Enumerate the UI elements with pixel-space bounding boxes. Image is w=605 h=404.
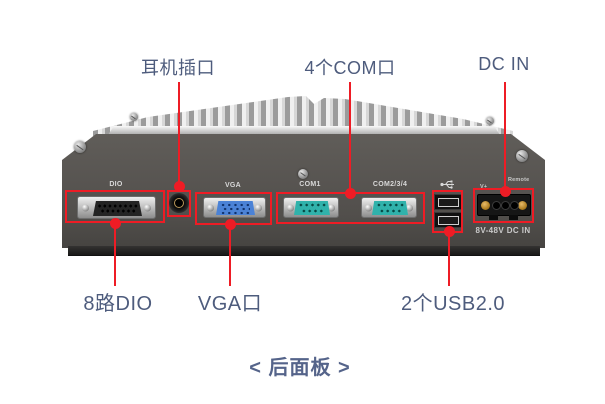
pin-row xyxy=(97,204,139,208)
pin-row xyxy=(298,203,326,207)
connector-nut xyxy=(207,204,214,211)
dio-insert xyxy=(93,201,142,216)
dio-port-label: DIO xyxy=(109,181,123,188)
panel-caption: < 后面板 > xyxy=(249,357,351,379)
callout-label-headphone: 耳机插口 xyxy=(141,58,215,78)
heatsink-base xyxy=(108,126,500,135)
connector-nut xyxy=(287,204,294,211)
terminal-pole xyxy=(510,201,519,210)
pin-row xyxy=(220,210,251,215)
pin-row xyxy=(222,206,250,211)
vplus-label: V+ xyxy=(480,184,488,190)
callout-line-dio xyxy=(114,224,116,286)
com234-insert xyxy=(372,201,408,215)
terminal-screw xyxy=(518,201,527,210)
screw-icon xyxy=(130,113,138,121)
headphone-jack xyxy=(169,193,189,213)
com1-port xyxy=(283,197,339,218)
connector-nut xyxy=(144,204,151,211)
pin-row xyxy=(379,209,402,213)
callout-line-vga xyxy=(229,225,231,286)
connector-nut xyxy=(328,204,335,211)
annotation-box-headphone xyxy=(167,190,191,217)
callout-line-usb xyxy=(448,232,450,286)
usb-tongue xyxy=(438,198,459,207)
screw-icon xyxy=(486,117,494,125)
callout-label-dio: 8路DIO xyxy=(83,293,153,315)
vga-port xyxy=(203,197,266,218)
dc-rating-label: 8V-48V DC IN xyxy=(475,226,531,235)
usb-port-top xyxy=(434,194,462,210)
com1-insert xyxy=(294,201,330,215)
screw-icon xyxy=(516,150,528,162)
callout-label-com: 4个COM口 xyxy=(304,58,396,78)
pin-row xyxy=(220,202,251,207)
connector-nut xyxy=(365,204,372,211)
callout-dot-headphone xyxy=(174,181,185,192)
vga-port-label: VGA xyxy=(224,182,242,189)
screw-icon xyxy=(298,169,308,179)
pin-row xyxy=(301,209,324,213)
callout-dot-dio xyxy=(110,218,121,229)
callout-dot-com xyxy=(345,188,356,199)
terminal-pole xyxy=(501,201,510,210)
terminal-tab xyxy=(489,215,498,220)
vga-insert xyxy=(216,201,255,215)
jack-ring xyxy=(174,198,184,208)
chassis-bottom-edge xyxy=(68,246,540,256)
terminal-pole xyxy=(492,201,501,210)
power-terminal-block xyxy=(477,194,531,220)
terminal-screw xyxy=(481,201,490,210)
pin-row xyxy=(376,203,404,207)
terminal-tab xyxy=(509,215,518,220)
callout-dot-usb xyxy=(444,226,455,237)
com234-port-label: COM2/3/4 xyxy=(372,181,408,188)
callout-line-headphone xyxy=(178,82,180,188)
callout-dot-dcin xyxy=(500,186,511,197)
usb-icon xyxy=(440,180,454,189)
callout-line-dcin xyxy=(504,82,506,192)
connector-nut xyxy=(406,204,413,211)
callout-label-dcin: DC IN xyxy=(478,54,530,74)
remote-label: Remote xyxy=(508,177,530,183)
callout-dot-vga xyxy=(225,219,236,230)
callout-line-com xyxy=(349,82,351,194)
callout-label-usb: 2个USB2.0 xyxy=(400,293,506,315)
pin-row xyxy=(100,209,137,213)
dio-port xyxy=(77,196,156,219)
screw-icon xyxy=(74,141,86,153)
callout-label-vga: VGA口 xyxy=(197,293,263,315)
connector-nut xyxy=(255,204,262,211)
com234-port xyxy=(361,197,417,218)
connector-nut xyxy=(82,204,89,211)
usb-tongue xyxy=(438,216,459,225)
com1-port-label: COM1 xyxy=(299,181,321,188)
